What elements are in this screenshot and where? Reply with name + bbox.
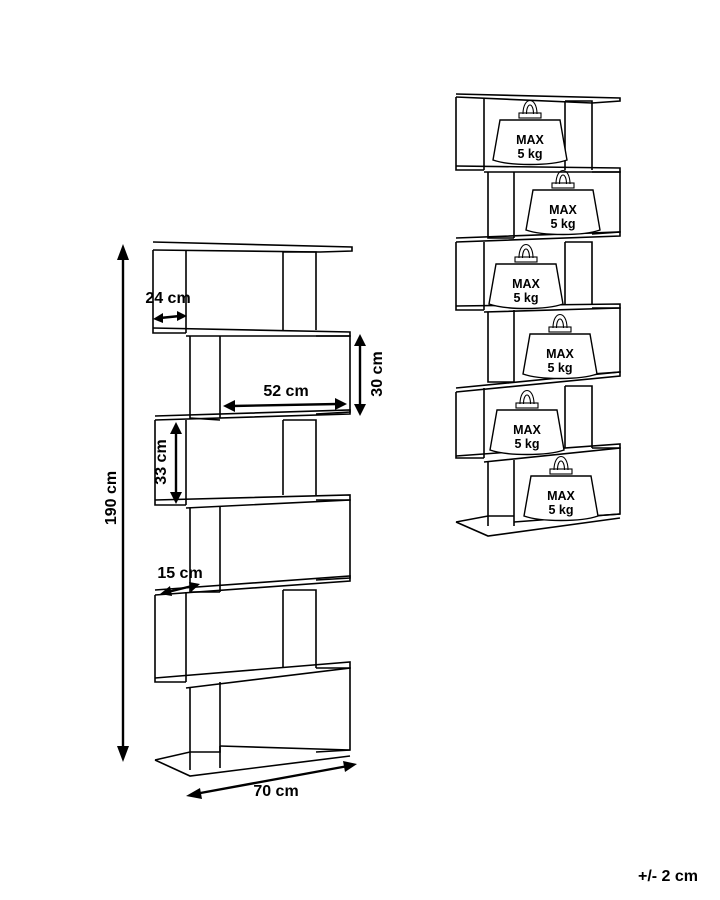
load-shelf <box>455 93 621 537</box>
svg-text:5 kg: 5 kg <box>514 437 539 451</box>
depth-label: 24 cm <box>145 290 190 307</box>
svg-text:5 kg: 5 kg <box>517 147 542 161</box>
width-label: 70 cm <box>253 783 298 800</box>
weight-icon: MAX 5 kg <box>489 389 565 456</box>
weight-icon: MAX 5 kg <box>523 455 599 522</box>
dimension-labels: 190 cm 70 cm 24 cm 52 cm 30 cm 33 cm 15 … <box>103 290 386 800</box>
svg-text:MAX: MAX <box>516 133 544 147</box>
svg-text:5 kg: 5 kg <box>513 291 538 305</box>
tolerance-note: +/- 2 cm <box>637 868 698 885</box>
svg-text:5 kg: 5 kg <box>550 217 575 231</box>
svg-text:5 kg: 5 kg <box>548 503 573 517</box>
svg-text:MAX: MAX <box>512 277 540 291</box>
panel-offset-label: 15 cm <box>157 565 202 582</box>
svg-text:5 kg: 5 kg <box>547 361 572 375</box>
dimension-arrows <box>117 244 366 799</box>
svg-text:MAX: MAX <box>547 489 575 503</box>
height-label: 190 cm <box>103 471 120 525</box>
load-weights: MAX 5 kg MAX 5 kg MAX 5 kg MAX 5 kg MAX … <box>488 99 601 522</box>
shelf-width-label: 52 cm <box>263 383 308 400</box>
weight-icon: MAX 5 kg <box>522 313 598 380</box>
dimensioned-shelf <box>152 241 353 777</box>
shelf-height-right-label: 30 cm <box>369 351 386 396</box>
svg-text:MAX: MAX <box>546 347 574 361</box>
weight-icon: MAX 5 kg <box>525 169 601 236</box>
weight-icon: MAX 5 kg <box>488 243 564 310</box>
weight-icon: MAX 5 kg <box>492 99 568 166</box>
svg-text:MAX: MAX <box>549 203 577 217</box>
shelf-height-left-label: 33 cm <box>153 439 170 484</box>
svg-text:MAX: MAX <box>513 423 541 437</box>
